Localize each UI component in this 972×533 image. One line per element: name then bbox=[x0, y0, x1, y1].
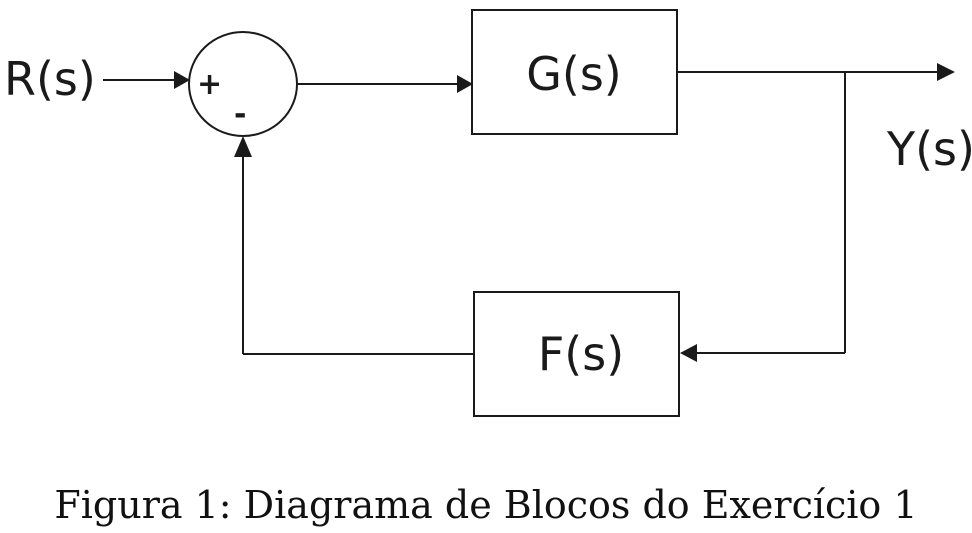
feedback-block-arrowhead bbox=[680, 344, 697, 362]
minus-sign: - bbox=[234, 97, 246, 132]
plus-sign: + bbox=[197, 67, 222, 102]
output-label: Y(s) bbox=[886, 122, 972, 176]
input-arrowhead bbox=[174, 71, 190, 89]
forward-block bbox=[471, 9, 678, 135]
output-arrowhead bbox=[937, 63, 955, 81]
feedback-block bbox=[473, 291, 680, 417]
feedback-block-label: F(s) bbox=[538, 327, 624, 381]
forward-arrowhead bbox=[457, 75, 473, 93]
forward-block-label: G(s) bbox=[526, 47, 622, 101]
input-label: R(s) bbox=[4, 52, 96, 106]
feedback-junction-arrowhead bbox=[234, 136, 252, 157]
figure-caption: Figura 1: Diagrama de Blocos do Exercíci… bbox=[54, 483, 917, 527]
